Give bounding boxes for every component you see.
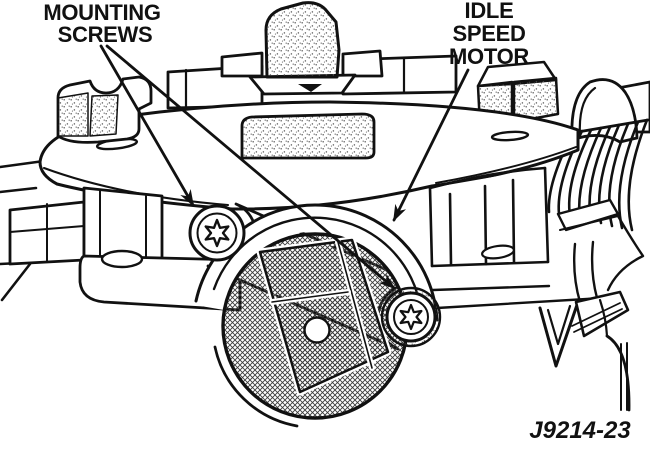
motor-pivot-hole bbox=[303, 316, 331, 344]
flange-slot-right bbox=[490, 130, 530, 142]
label-mounting-screws-line2: SCREWS bbox=[58, 22, 153, 47]
leader-arrows bbox=[99, 44, 470, 290]
label-idle-speed-motor-line1: IDLE bbox=[465, 0, 514, 23]
label-idle-speed-motor-line3: MOTOR bbox=[449, 44, 529, 69]
torx-recess-lower bbox=[399, 303, 423, 331]
mounting-screw-lower bbox=[380, 286, 442, 348]
mount-bracket bbox=[538, 290, 630, 368]
idle-speed-motor bbox=[194, 203, 439, 428]
arrow-to-motor bbox=[392, 68, 470, 222]
torx-recess-upper bbox=[204, 218, 230, 248]
arrow-to-lower-screw bbox=[105, 44, 396, 290]
rear-housing-blocks bbox=[166, 1, 650, 144]
figure-number: J9214-23 bbox=[529, 417, 631, 444]
body-lower-right bbox=[403, 166, 645, 412]
label-mounting-screws-line1: MOUNTING bbox=[43, 0, 160, 25]
mounting-screw-upper bbox=[188, 204, 246, 262]
label-idle-speed-motor-line2: SPEED bbox=[452, 21, 525, 46]
cast-rib-bar bbox=[240, 112, 376, 160]
motor-connector-boss bbox=[256, 236, 392, 396]
arrow-to-upper-screw bbox=[99, 44, 195, 207]
throttle-lever-tab bbox=[248, 1, 357, 96]
